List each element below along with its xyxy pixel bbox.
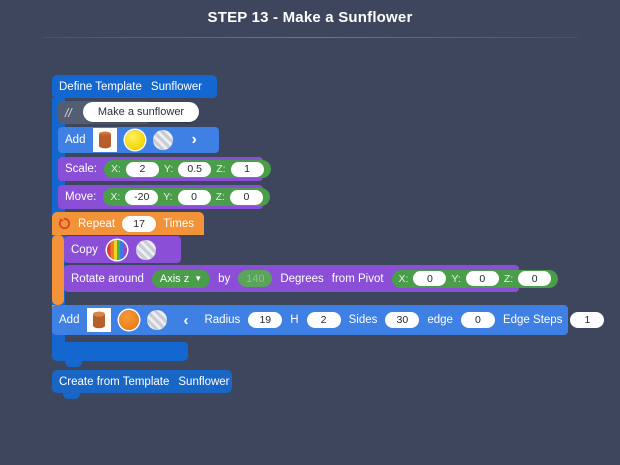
rotate-by-label: by <box>218 272 231 285</box>
define-template-block[interactable]: Define Template Sunflower <box>52 75 217 98</box>
cylinder-icon[interactable] <box>87 308 112 332</box>
radius-label: Radius <box>204 314 241 326</box>
define-template-name[interactable]: Sunflower <box>150 80 203 93</box>
cylinder-icon[interactable] <box>93 128 118 152</box>
cylinder-glyph <box>99 131 112 149</box>
scale-x-axis: X: <box>110 163 121 175</box>
define-template-footer <box>52 342 188 367</box>
scale-x-input[interactable]: 2 <box>125 161 159 177</box>
loop-icon <box>58 217 71 230</box>
radius-input[interactable]: 19 <box>248 312 283 328</box>
yellow-sphere-icon[interactable] <box>125 130 146 150</box>
orange-sphere-icon[interactable] <box>119 310 140 330</box>
define-template-keyword: Define Template <box>59 80 142 93</box>
pivot-x-axis: X: <box>398 272 409 285</box>
rotate-axis-dropdown[interactable]: Axis z ▼ <box>151 269 211 288</box>
repeat-label: Repeat <box>78 217 116 230</box>
scale-block[interactable]: Scale: X: 2 Y: 0.5 Z: 1 <box>58 157 271 181</box>
height-label: H <box>290 314 299 326</box>
chevron-right-icon[interactable]: › <box>191 131 197 148</box>
create-from-template-keyword: Create from Template <box>59 375 170 388</box>
rotate-degrees-label: Degrees <box>280 272 324 285</box>
move-x-axis: X: <box>110 191 121 203</box>
move-label: Move: <box>65 191 97 203</box>
page-title: STEP 13 - Make a Sunflower <box>207 9 413 26</box>
header-divider <box>42 37 578 38</box>
add-bottom-label: Add <box>59 314 80 326</box>
create-from-template-name[interactable]: Sunflower <box>178 375 230 388</box>
scale-z-axis: Z: <box>216 163 226 175</box>
scale-z-input[interactable]: 1 <box>230 161 264 177</box>
repeat-block-left-rail <box>52 235 64 305</box>
edge-label: edge <box>427 314 453 326</box>
hatched-sphere-icon[interactable] <box>135 239 156 260</box>
pivot-z-axis: Z: <box>503 272 514 285</box>
add-top-label: Add <box>65 134 86 146</box>
move-y-axis: Y: <box>163 191 173 203</box>
repeat-block[interactable]: Repeat 17 Times <box>52 212 204 235</box>
add-block-top[interactable]: Add › <box>58 127 219 153</box>
repeat-count-input[interactable]: 17 <box>122 215 157 232</box>
chevron-left-icon[interactable]: ‹ <box>183 311 189 329</box>
comment-marker: // <box>65 105 72 120</box>
pivot-y-input[interactable]: 0 <box>465 271 499 286</box>
move-y-input[interactable]: 0 <box>177 189 211 205</box>
pivot-z-input[interactable]: 0 <box>518 271 552 286</box>
move-z-axis: Z: <box>215 191 225 203</box>
rotate-pivot-label: from Pivot <box>331 272 384 285</box>
move-z-input[interactable]: 0 <box>229 189 263 205</box>
copy-block[interactable]: Copy <box>64 236 181 263</box>
scale-y-input[interactable]: 0.5 <box>178 161 212 177</box>
height-input[interactable]: 2 <box>306 312 341 328</box>
create-block-notch <box>63 393 80 399</box>
move-vector[interactable]: X: -20 Y: 0 Z: 0 <box>103 188 270 206</box>
block-canvas[interactable]: Define Template Sunflower // Make a sunf… <box>0 40 620 465</box>
rotate-around-block[interactable]: Rotate around Axis z ▼ by 140 Degrees fr… <box>64 265 559 292</box>
scale-y-axis: Y: <box>163 163 174 175</box>
repeat-suffix: Times <box>163 217 194 230</box>
chevron-down-icon: ▼ <box>194 273 203 283</box>
pivot-y-axis: Y: <box>451 272 461 285</box>
cylinder-glyph <box>93 311 106 329</box>
copy-label: Copy <box>71 243 98 256</box>
create-from-template-block[interactable]: Create from Template Sunflower <box>52 370 232 399</box>
rotate-pivot-vector[interactable]: X: 0 Y: 0 Z: 0 <box>391 269 559 288</box>
hatched-sphere-icon[interactable] <box>147 310 168 330</box>
edge-input[interactable]: 0 <box>460 312 495 328</box>
edge-steps-input[interactable]: 1 <box>570 312 605 328</box>
scale-vector[interactable]: X: 2 Y: 0.5 Z: 1 <box>103 160 271 178</box>
rotate-label: Rotate around <box>71 272 144 285</box>
page-header: STEP 13 - Make a Sunflower <box>0 0 620 40</box>
move-x-input[interactable]: -20 <box>125 189 159 205</box>
sides-label: Sides <box>348 314 378 326</box>
move-block[interactable]: Move: X: -20 Y: 0 Z: 0 <box>58 185 270 209</box>
edge-steps-label: Edge Steps <box>502 314 563 326</box>
pivot-x-input[interactable]: 0 <box>413 271 447 286</box>
comment-input[interactable]: Make a sunflower <box>83 102 199 122</box>
rainbow-sphere-icon[interactable] <box>106 239 127 260</box>
sides-input[interactable]: 30 <box>385 312 420 328</box>
add-block-bottom[interactable]: Add ‹ Radius 19 H 2 Sides 30 edge 0 Edge… <box>52 305 605 335</box>
rotate-axis-value: Axis z <box>159 272 190 285</box>
rotate-degrees-input[interactable]: 140 <box>238 270 273 287</box>
hatched-sphere-icon[interactable] <box>153 130 174 150</box>
scale-label: Scale: <box>65 163 97 175</box>
define-template-footer-notch <box>65 361 82 367</box>
